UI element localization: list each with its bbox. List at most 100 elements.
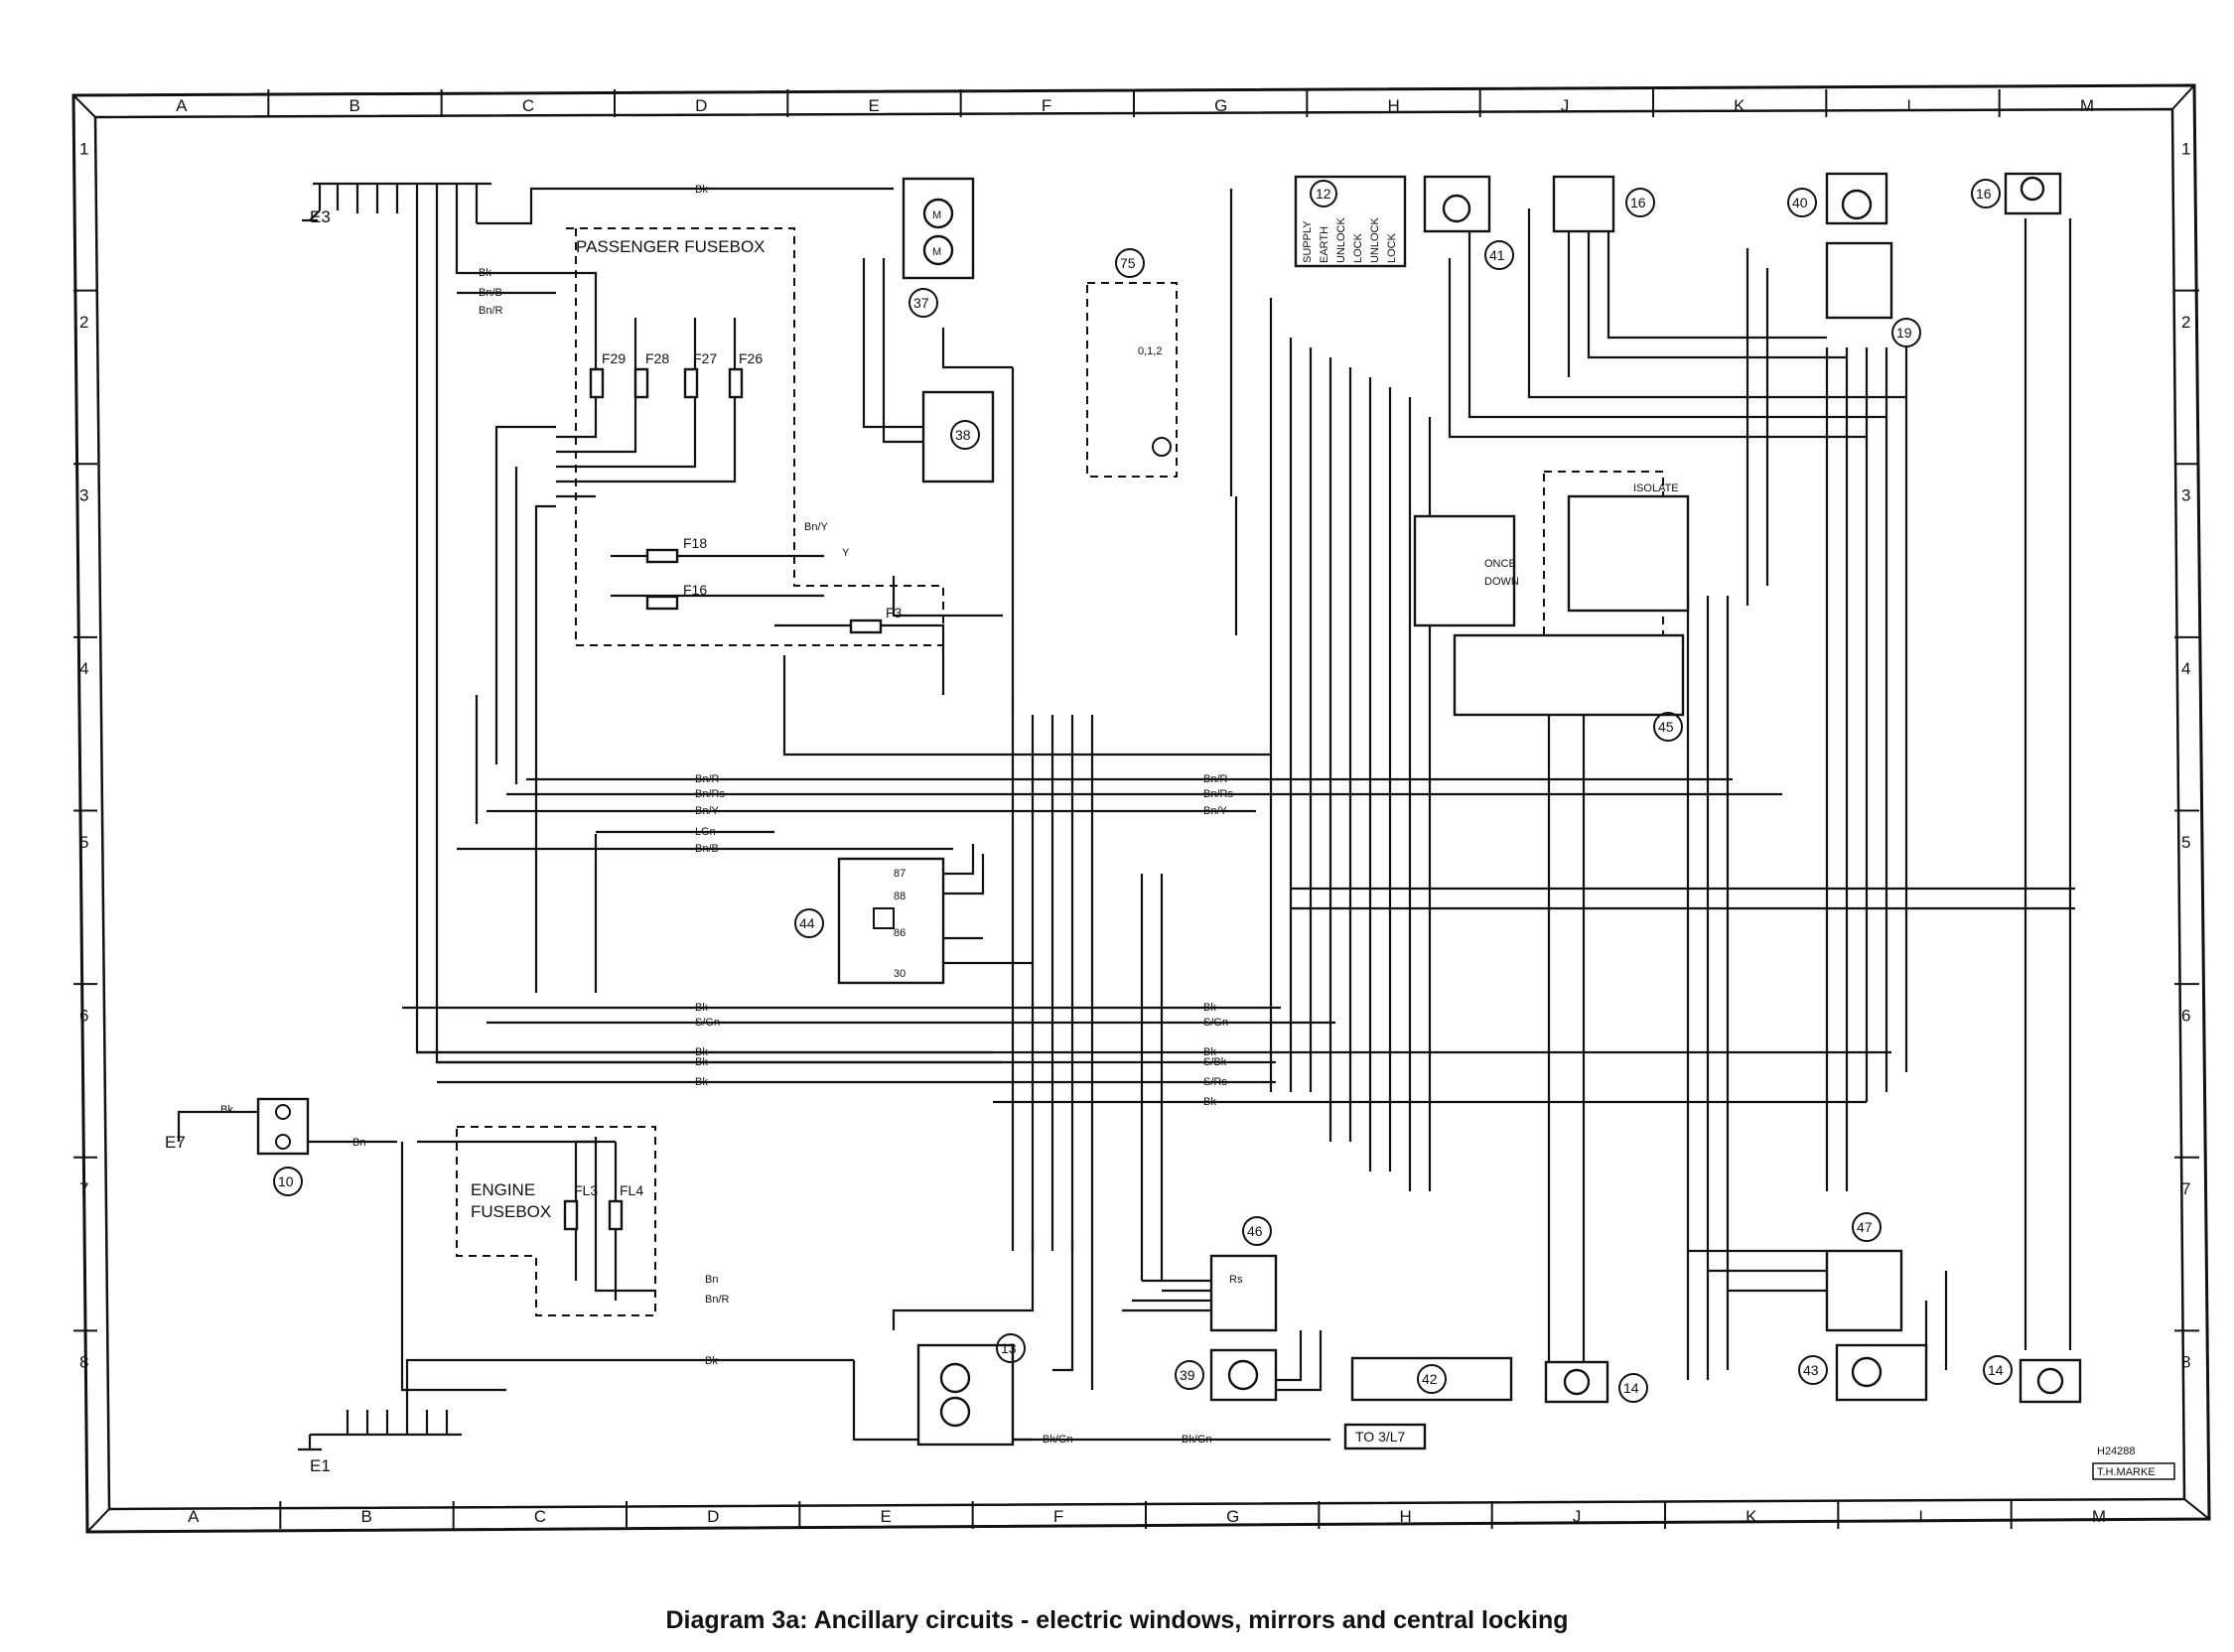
window-switch-assembly: ONCE DOWN ISOLATE 45 (1413, 471, 1690, 742)
svg-text:14: 14 (1623, 1380, 1639, 1396)
svg-text:Bk: Bk (1203, 1046, 1216, 1058)
column-label-top: J (1561, 96, 1570, 115)
passenger-fusebox: PASSENGER FUSEBOX (566, 227, 944, 646)
column-label-top: E (869, 96, 880, 115)
component-16-right: 16 (1971, 172, 2062, 215)
column-label-top: M (2080, 96, 2094, 115)
column-label-bottom: B (361, 1507, 372, 1526)
svg-text:F18: F18 (683, 535, 707, 551)
svg-text:UNLOCK: UNLOCK (1335, 216, 1347, 263)
component-42: 43 (1798, 1343, 1928, 1402)
svg-text:40: 40 (1792, 195, 1808, 210)
engine-fusebox-label-1: ENGINE (471, 1180, 535, 1199)
svg-text:Bk: Bk (705, 1355, 718, 1367)
column-label-bottom: G (1226, 1507, 1239, 1526)
component-43: 41 (1423, 175, 1514, 270)
column-label-bottom: H (1400, 1507, 1412, 1526)
row-label-right: 8 (2181, 1353, 2190, 1372)
svg-text:Bn/Y: Bn/Y (804, 521, 829, 533)
svg-text:SUPPLY: SUPPLY (1302, 220, 1314, 263)
earth-points: E3 E7 E1 (165, 207, 331, 1475)
column-label-bottom: D (707, 1507, 719, 1526)
svg-text:Y: Y (842, 547, 850, 559)
svg-text:43: 43 (1803, 1362, 1819, 1378)
svg-text:39: 39 (1180, 1367, 1195, 1383)
row-label-right: 6 (2181, 1006, 2190, 1025)
svg-text:LOCK: LOCK (1386, 232, 1398, 263)
svg-text:S/Bk: S/Bk (1203, 1056, 1227, 1068)
svg-text:44: 44 (799, 915, 815, 931)
svg-text:Bk: Bk (695, 1046, 708, 1058)
column-label-top: C (522, 96, 534, 115)
svg-text:Bk: Bk (479, 267, 491, 279)
svg-text:75: 75 (1120, 255, 1136, 271)
fuse-f3: F3 (849, 605, 903, 634)
svg-text:45: 45 (1658, 719, 1674, 735)
drawing-number: H24288 (2097, 1446, 2136, 1457)
svg-text:Bk/Gn: Bk/Gn (1043, 1434, 1073, 1446)
component-10: 10 (256, 1097, 310, 1196)
svg-text:S/Gn: S/Gn (1203, 1017, 1228, 1029)
column-label-bottom: K (1745, 1507, 1757, 1526)
column-label-top: F (1042, 96, 1051, 115)
row-label-right: 2 (2181, 313, 2190, 332)
svg-text:86: 86 (894, 927, 906, 939)
row-label-right: 7 (2181, 1179, 2190, 1198)
row-label-left: 7 (79, 1179, 88, 1198)
engine-fusebox-label-2: FUSEBOX (471, 1202, 551, 1221)
component-16-upper: 16 (1552, 175, 1655, 233)
passenger-fusebox-label: PASSENGER FUSEBOX (576, 237, 766, 256)
svg-text:16: 16 (1630, 195, 1646, 210)
row-label-right: 5 (2181, 833, 2190, 852)
wire-labels: Bk Bk Bn/B Bn/R Bn/Y Y Bn/R Bn/Rs Bn/Y L… (220, 184, 1243, 1446)
row-label-right: 4 (2181, 659, 2190, 678)
row-label-left: 2 (79, 313, 88, 332)
fuse-f28: F28 (633, 350, 669, 399)
svg-text:LGn: LGn (695, 826, 716, 838)
svg-text:Bn/R: Bn/R (479, 305, 503, 317)
svg-text:Bn/Rs: Bn/Rs (695, 788, 725, 800)
svg-text:F3: F3 (886, 605, 903, 620)
artist-credit: T.H.MARKE (2092, 1462, 2175, 1480)
svg-text:LOCK: LOCK (1352, 232, 1364, 263)
svg-text:Bn/Y: Bn/Y (695, 805, 720, 817)
svg-text:19: 19 (1896, 325, 1912, 341)
component-47: 47 (1825, 1212, 1903, 1332)
reference-box: TO 3/L7 (1343, 1423, 1427, 1450)
column-label-bottom: F (1053, 1507, 1063, 1526)
column-label-top: K (1734, 96, 1745, 115)
row-label-left: 3 (79, 486, 88, 505)
svg-text:Bn/B: Bn/B (695, 843, 719, 855)
column-label-top: B (349, 96, 360, 115)
column-label-bottom: M (2092, 1507, 2106, 1526)
svg-text:TO 3/L7: TO 3/L7 (1355, 1429, 1406, 1445)
svg-text:F27: F27 (693, 350, 717, 366)
earth-e3: E3 (310, 207, 331, 226)
svg-text:F26: F26 (739, 350, 763, 366)
svg-text:Bn: Bn (705, 1274, 718, 1286)
svg-text:F16: F16 (683, 582, 707, 598)
fuse-f29: F29 (589, 350, 626, 399)
component-12: 12 SUPPLY EARTH UNLOCK LOCK UNLOCK LOCK (1294, 175, 1407, 268)
svg-text:ONCE: ONCE (1484, 558, 1516, 570)
fuse-f27: F27 (683, 350, 717, 399)
svg-text:Bk: Bk (220, 1104, 233, 1116)
svg-text:Bk: Bk (695, 1002, 708, 1014)
component-13: 14 (1544, 1360, 1648, 1404)
row-label-left: 8 (79, 1353, 88, 1372)
component-37: 13 (916, 1333, 1026, 1446)
column-label-top: G (1214, 96, 1227, 115)
svg-text:Bn/R: Bn/R (705, 1294, 730, 1306)
svg-text:16: 16 (1976, 186, 1992, 202)
svg-text:T.H.MARKE: T.H.MARKE (2097, 1466, 2156, 1478)
svg-text:46: 46 (1247, 1223, 1263, 1239)
component-40: 42 (1350, 1356, 1513, 1402)
column-label-bottom: J (1573, 1507, 1582, 1526)
row-label-left: 6 (79, 1006, 88, 1025)
svg-text:FL4: FL4 (620, 1182, 643, 1198)
earth-e1: E1 (310, 1456, 331, 1475)
svg-text:Bk: Bk (1203, 1002, 1216, 1014)
